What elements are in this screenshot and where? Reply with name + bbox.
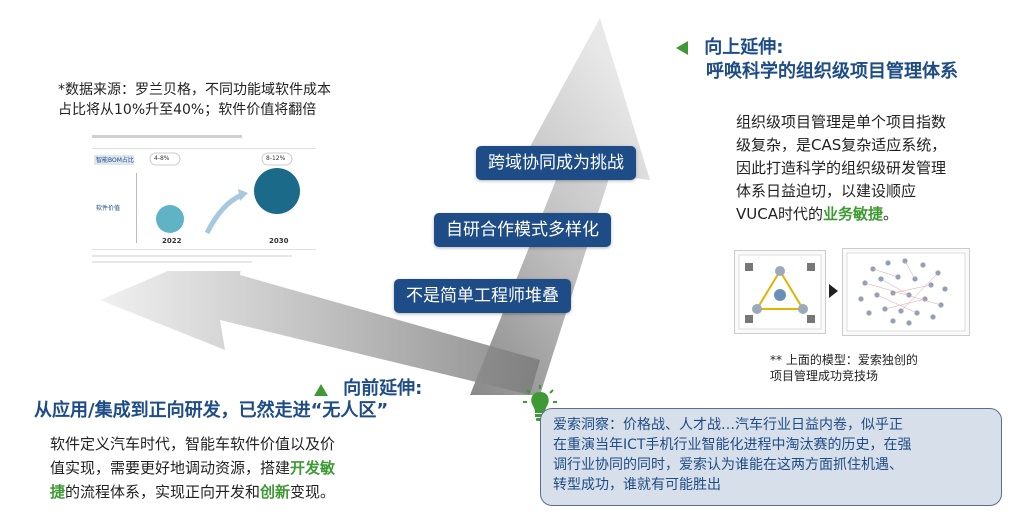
model-caption: ** 上面的模型：爱索独创的 项目管理成功竞技场 xyxy=(770,352,918,384)
chart-year-2030: 2030 xyxy=(269,237,289,245)
insight-line1: 爱索洞察：价格战、人才战…汽车行业日益内卷，似乎正 xyxy=(553,417,903,433)
insight-box: 爱索洞察：价格战、人才战…汽车行业日益内卷，似乎正 在重演当年ICT手机行业智能… xyxy=(540,408,1002,506)
chart-graphic xyxy=(92,135,316,263)
forward-body-line2: 值实现，需要更好地调动资源，搭建开发敏 xyxy=(50,459,336,477)
forward-body-line3: 捷的流程体系，实现正向开发和创新变现。 xyxy=(50,483,336,501)
insight-line4: 转型成功，谁就有可能胜出 xyxy=(553,477,721,493)
model-diagram-left xyxy=(734,250,826,334)
upward-body-line4: 体系日益迫切，以建设顺应 xyxy=(736,182,917,200)
chart-row-label-software: 软件价值 xyxy=(96,205,121,212)
forward-triangle-icon xyxy=(314,383,328,396)
software-value-chart: 智能BOM占比 软件价值 4-8% 8-12% 2022 2030 xyxy=(92,133,316,271)
pill-cooperation-mode: 自研合作模式多样化 xyxy=(434,213,611,247)
innovation-highlight: 创新 xyxy=(260,483,291,501)
source-note: *数据来源：罗兰贝格，不同功能域软件成本 占比将从10%升至40%；软件价值将翻… xyxy=(58,80,331,120)
model-diagram-right xyxy=(842,248,970,336)
dev-agility-highlight: 开发敏 xyxy=(290,459,336,477)
forward-body: 软件定义汽车时代，智能车软件价值以及价 值实现，需要更好地调动资源，搭建开发敏 … xyxy=(50,432,335,504)
pill-not-engineers: 不是简单工程师堆叠 xyxy=(394,279,571,313)
chart-row-label-bom: 智能BOM占比 xyxy=(96,157,134,164)
forward-subtitle: 从应用/集成到正向研发，已然走进“无人区” xyxy=(34,400,389,421)
source-note-line2: 占比将从10%升至40%；软件价值将翻倍 xyxy=(58,102,317,118)
pill-cross-domain: 跨域协同成为挑战 xyxy=(476,146,636,180)
upward-body-line5: VUCA时代的业务敏捷。 xyxy=(736,205,899,223)
upward-arrow xyxy=(470,18,650,395)
insight-line3: 调行业协同的同时，爱索认为谁能在这两方面抓住机遇、 xyxy=(553,457,903,473)
upward-body-line3: 因此打造科学的组织级研发管理 xyxy=(736,159,947,177)
upward-heading: 向上延伸: 呼唤科学的组织级项目管理体系 xyxy=(676,36,958,84)
upward-triangle-icon xyxy=(676,41,688,55)
model-arrow-icon xyxy=(829,284,838,298)
chart-pct-2022: 4-8% xyxy=(154,155,170,162)
chart-year-2022: 2022 xyxy=(162,237,182,245)
forward-body-line1: 软件定义汽车时代，智能车软件价值以及价 xyxy=(50,435,336,453)
upward-body-line1: 组织级项目管理是单个项目指数 xyxy=(736,113,947,131)
business-agility-highlight: 业务敏捷 xyxy=(822,205,883,223)
upward-subtitle: 呼唤科学的组织级项目管理体系 xyxy=(706,61,958,82)
upward-body-line2: 级复杂，是CAS复杂适应系统， xyxy=(736,136,947,154)
chart-pct-2030: 8-12% xyxy=(266,155,286,162)
forward-heading: 向前延伸: xyxy=(314,374,422,400)
model-caption-line2: 项目管理成功竞技场 xyxy=(770,369,879,383)
insight-line2: 在重演当年ICT手机行业智能化进程中淘汰赛的历史，在强 xyxy=(553,437,912,453)
model-caption-line1: ** 上面的模型：爱索独创的 xyxy=(770,353,918,367)
upward-body: 组织级项目管理是单个项目指数 级复杂，是CAS复杂适应系统， 因此打造科学的组织… xyxy=(736,111,946,226)
source-note-line1: *数据来源：罗兰贝格，不同功能域软件成本 xyxy=(58,82,331,98)
upward-title: 向上延伸: xyxy=(704,37,784,58)
insight-text: 爱索洞察：价格战、人才战…汽车行业日益内卷，似乎正 在重演当年ICT手机行业智能… xyxy=(553,415,911,495)
forward-title: 向前延伸: xyxy=(343,378,423,399)
forward-arrow xyxy=(100,238,540,395)
